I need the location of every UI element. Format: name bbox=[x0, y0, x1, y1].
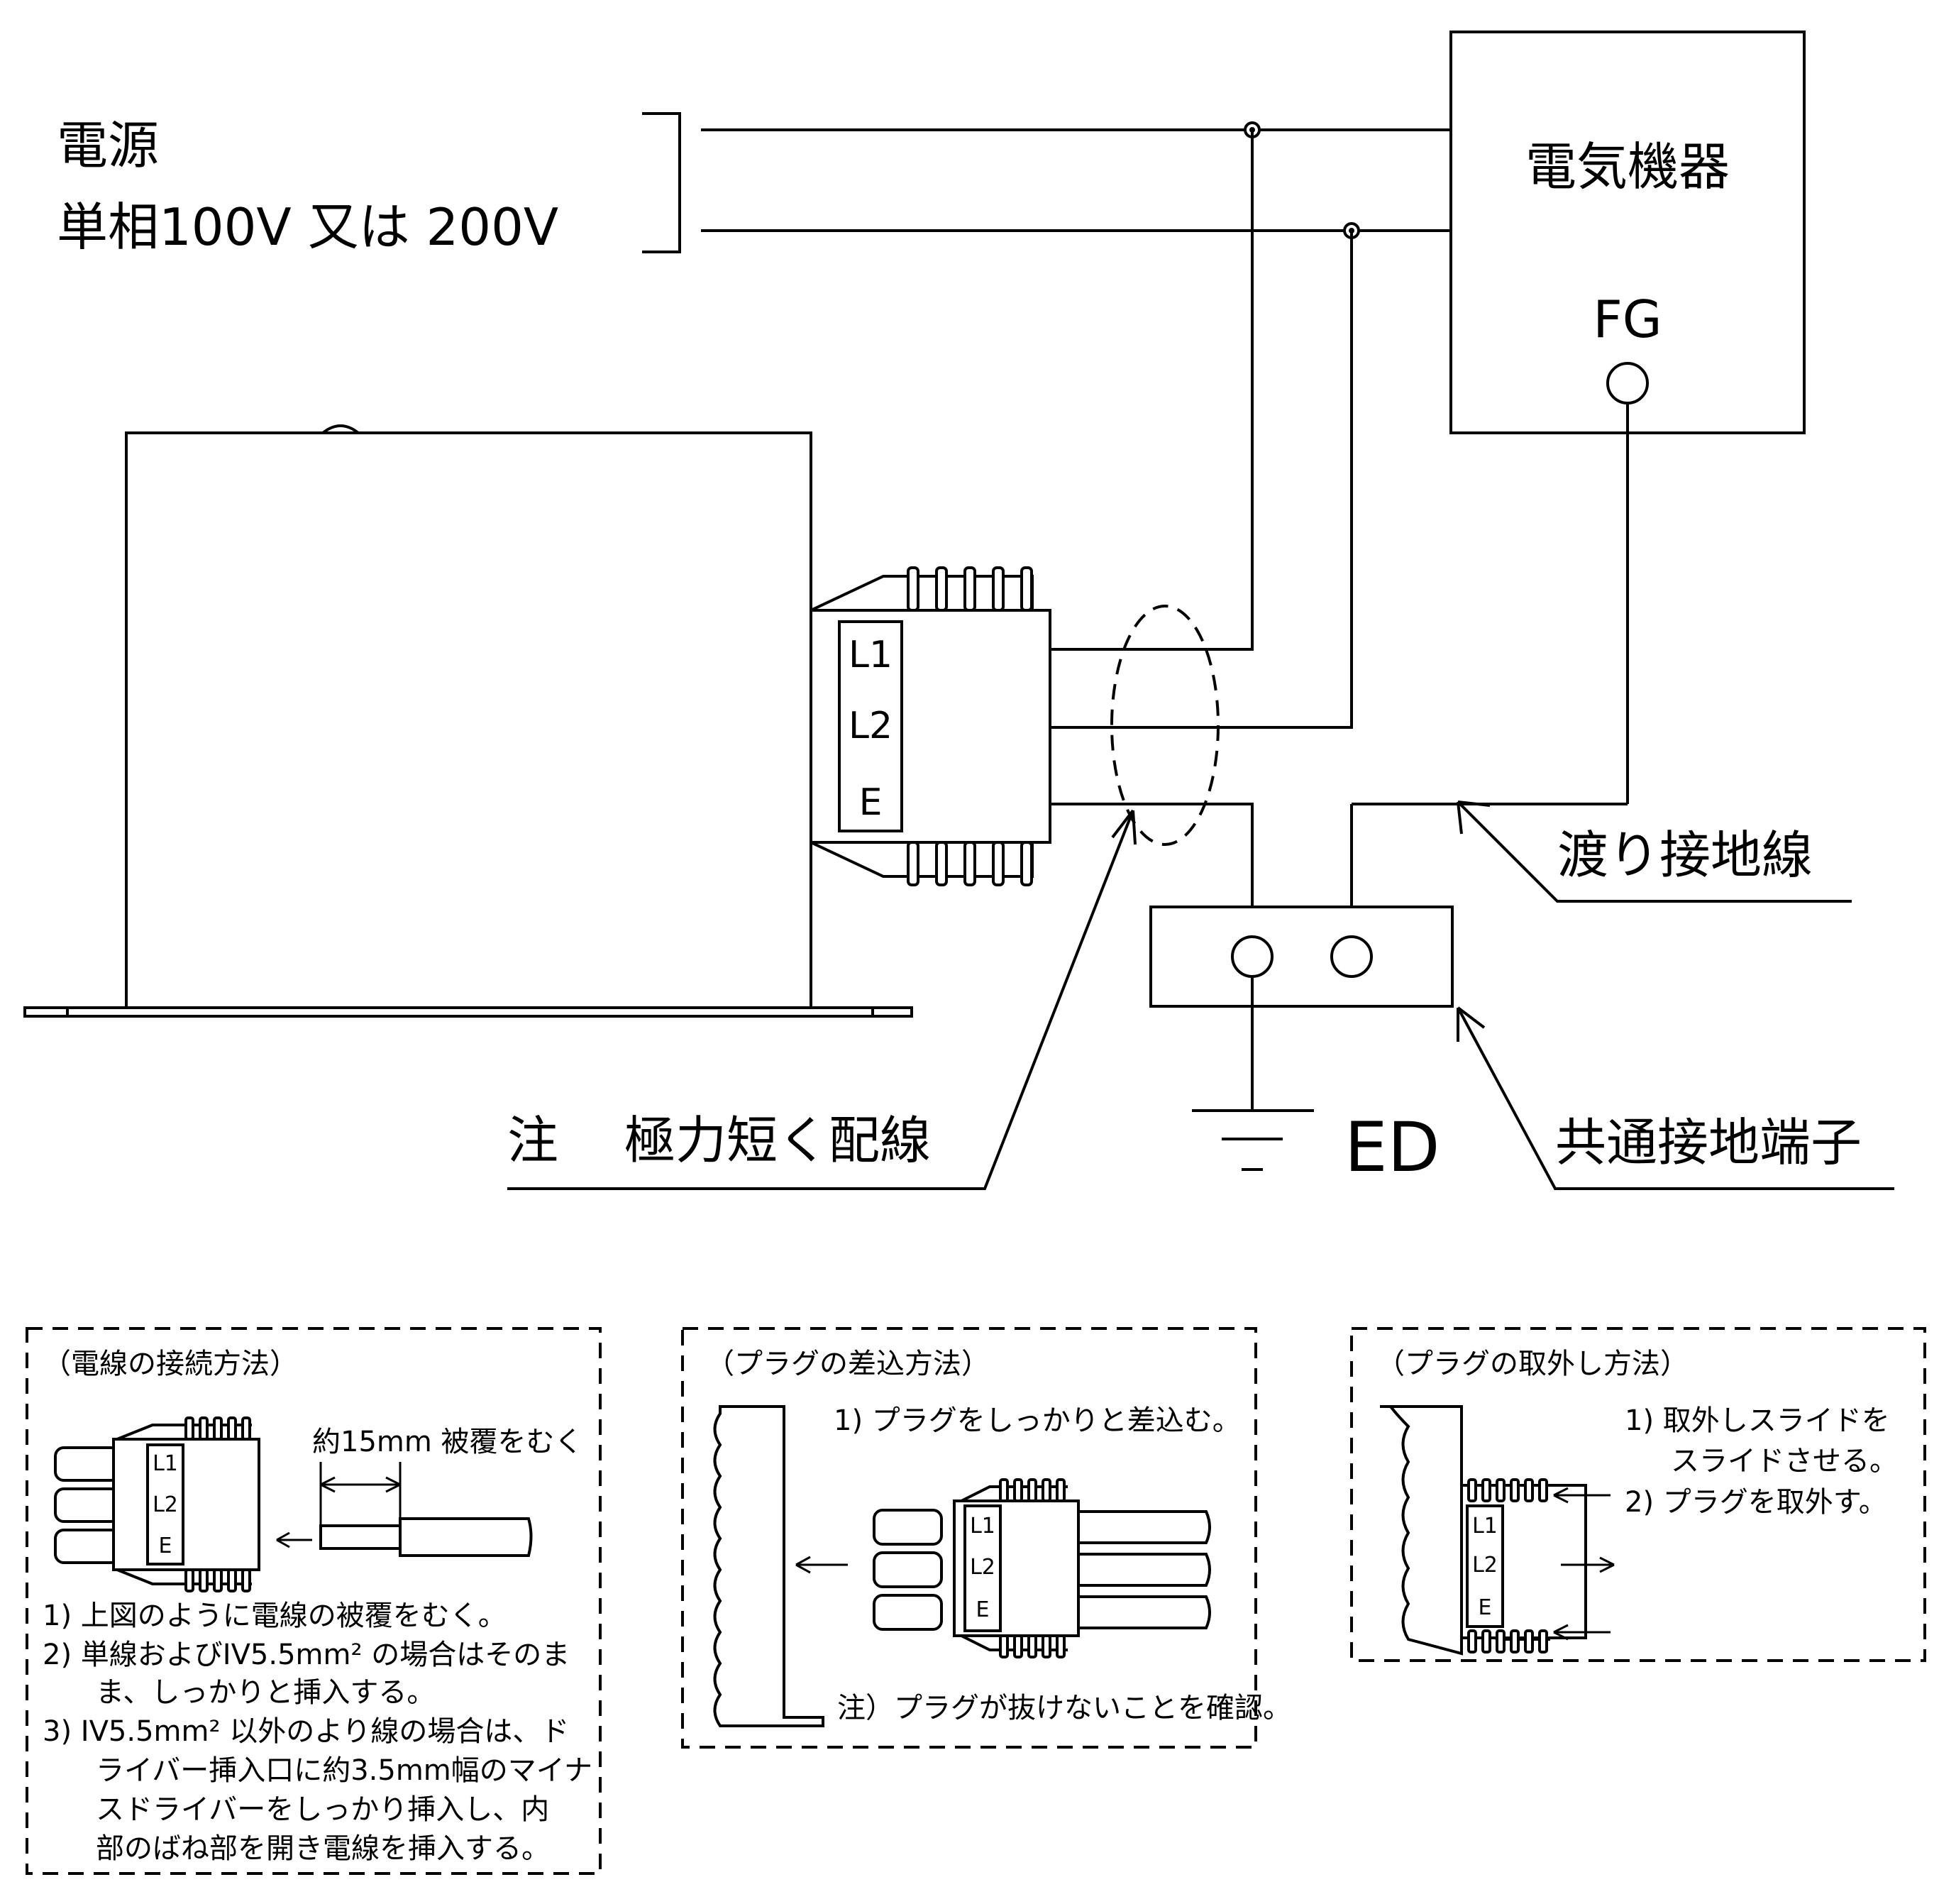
ground-terminal-2-icon bbox=[1330, 935, 1373, 978]
panel-plug-remove-title: （プラグの取外し方法） bbox=[1376, 1348, 1689, 1380]
panel-plug-insert bbox=[681, 1327, 1257, 1749]
ground-terminal-1-icon bbox=[1231, 935, 1274, 978]
wiring-note-leader bbox=[507, 810, 1134, 1190]
connector-label-strip bbox=[838, 620, 903, 832]
panel1-label-e: E bbox=[159, 1534, 172, 1558]
panel1-plug-illustration: L1 L2 E bbox=[54, 1416, 260, 1592]
stripped-wire-illustration bbox=[319, 1462, 533, 1557]
panel-wire-connection bbox=[26, 1327, 602, 1875]
power-source-title: 電源 bbox=[57, 116, 159, 175]
strip-length-dimension: 約15mm 被覆をむく bbox=[312, 1426, 583, 1458]
panel3-slide-arrow-top-icon bbox=[1553, 1487, 1611, 1504]
wiring-note-prefix: 注 bbox=[507, 1111, 558, 1170]
common-terminal-arrow-icon bbox=[1457, 1006, 1486, 1042]
main-connector: L1 L2 E bbox=[810, 566, 1051, 886]
unit-body bbox=[125, 431, 812, 1008]
power-source-spec: 単相100V 又は 200V bbox=[57, 197, 558, 257]
wire-l2 bbox=[1050, 231, 1353, 729]
connector-ribs-top bbox=[907, 566, 1033, 612]
short-wiring-highlight bbox=[1110, 605, 1220, 846]
panel3-plug-illustration: L1 L2 E bbox=[1460, 1478, 1587, 1653]
panel2-plug-illustration: L1 L2 E bbox=[873, 1478, 1211, 1658]
jumper-wire-leader bbox=[1457, 800, 1852, 903]
panel3-pull-arrow-icon bbox=[1561, 1556, 1615, 1573]
connector-label-l1: L1 bbox=[849, 634, 893, 676]
panel3-step-2: 2) プラグを取外す。 bbox=[1625, 1486, 1887, 1519]
panel3-step-1b: スライドさせる。 bbox=[1671, 1445, 1898, 1477]
panel3-step-1a: 1) 取外しスライドを bbox=[1625, 1404, 1890, 1437]
earth-ground-icon bbox=[1192, 1109, 1314, 1171]
connector-label-l2: L2 bbox=[849, 705, 893, 747]
panel2-outlet-wall bbox=[713, 1405, 824, 1727]
panel1-label-l2: L2 bbox=[153, 1492, 178, 1517]
panel1-step-3c: スドライバーをしっかり挿入し、内 bbox=[96, 1793, 549, 1826]
panel2-label-l2: L2 bbox=[970, 1555, 995, 1580]
connector-label-e: E bbox=[859, 781, 883, 824]
panel-wire-connection-title: （電線の接続方法） bbox=[43, 1348, 298, 1380]
jumper-ground-wire-label: 渡り接地線 bbox=[1557, 825, 1813, 885]
connector-housing bbox=[810, 609, 1051, 844]
panel1-step-3a: 3) IV5.5mm² 以外のより線の場合は、ド bbox=[43, 1715, 569, 1748]
panel3-label-l2: L2 bbox=[1472, 1553, 1498, 1578]
panel1-step-3b: ライバー挿入口に約3.5mm幅のマイナ bbox=[96, 1754, 592, 1787]
panel3-label-l1: L1 bbox=[1472, 1514, 1498, 1539]
panel1-label-l1: L1 bbox=[153, 1451, 178, 1476]
panel-plug-remove bbox=[1350, 1327, 1926, 1662]
power-source-label: 電源 単相100V 又は 200V bbox=[57, 116, 558, 257]
panel2-step-1: 1) プラグをしっかりと差込む。 bbox=[834, 1404, 1241, 1437]
panel3-slide-arrow-bottom-icon bbox=[1553, 1624, 1611, 1641]
jumper-wire-arrow-icon bbox=[1457, 800, 1491, 835]
panel2-insert-arrow-icon bbox=[795, 1556, 848, 1574]
common-terminal-leader bbox=[1457, 1007, 1894, 1190]
panel1-step-3d: 部のばね部を開き電線を挿入する。 bbox=[96, 1832, 550, 1865]
panel1-step-2a: 2) 単線およびIV5.5mm² の場合はそのま bbox=[43, 1639, 570, 1671]
equipment-title: 電気機器 bbox=[1525, 137, 1730, 197]
fg-terminal-icon bbox=[1606, 362, 1649, 405]
wiring-note-text: 極力短く配線 bbox=[624, 1111, 931, 1170]
panel-plug-insert-title: （プラグの差込方法） bbox=[706, 1348, 990, 1380]
panel1-step-2b: ま、しっかりと挿入する。 bbox=[96, 1676, 435, 1709]
ed-label: ED bbox=[1344, 1108, 1440, 1187]
unit-base-plate bbox=[23, 1006, 913, 1018]
common-ground-terminal-label: 共通接地端子 bbox=[1555, 1113, 1862, 1172]
panel1-step-1: 1) 上図のように電線の被覆をむく。 bbox=[43, 1600, 507, 1632]
panel3-label-e: E bbox=[1479, 1595, 1492, 1620]
unit-top-knob bbox=[321, 424, 360, 434]
panel2-note: 注）プラグが抜けないことを確認。 bbox=[837, 1692, 1291, 1724]
panel1-insert-arrow-icon bbox=[276, 1531, 312, 1548]
wire-l1 bbox=[1050, 130, 1254, 651]
panel3-outlet-wall bbox=[1380, 1405, 1463, 1656]
common-ground-terminal-block bbox=[1149, 906, 1454, 1008]
panel2-label-e: E bbox=[976, 1597, 990, 1622]
power-source-bracket bbox=[642, 112, 681, 253]
panel2-label-l1: L1 bbox=[970, 1514, 995, 1539]
connector-ribs-bottom bbox=[907, 841, 1033, 886]
wiring-note-arrow-icon bbox=[1111, 809, 1137, 845]
fg-terminal-label: FG bbox=[1593, 290, 1662, 349]
